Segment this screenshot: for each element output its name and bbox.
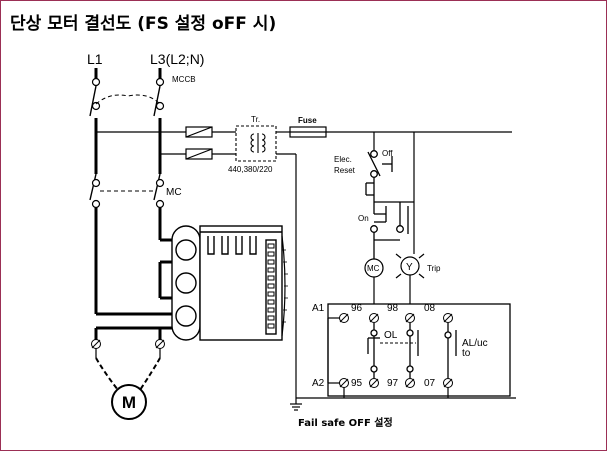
ol-contacts <box>367 323 419 378</box>
mc-label: MC <box>166 187 182 198</box>
line-label-l1: L1 <box>87 51 103 67</box>
protection-relay <box>296 303 516 399</box>
main-power-lines <box>94 68 184 340</box>
al-uc-label-line1: AL/uc <box>462 338 488 349</box>
terminal-97-label: 97 <box>387 378 399 389</box>
mc-coil-label: MC <box>367 264 380 273</box>
trip-lamp <box>395 253 425 318</box>
caption: Fail safe OFF 설정 <box>298 416 393 429</box>
page-title: 단상 모터 결선도 (FS 설정 oFF 시) <box>10 14 277 34</box>
al-uc-contact <box>444 323 457 378</box>
terminal-block <box>339 313 453 388</box>
elec-reset-label-line1: Elec. <box>334 155 352 164</box>
terminal-98-label: 98 <box>387 303 399 314</box>
mccb-label: MCCB <box>172 75 196 84</box>
elec-reset-contact <box>365 182 374 196</box>
off-pushbutton <box>367 150 393 202</box>
on-pushbutton <box>370 201 414 260</box>
resistor <box>185 126 213 160</box>
motor <box>91 339 165 420</box>
transformer-voltage-label: 440,380/220 <box>228 165 273 174</box>
al-uc-label-line2: to <box>462 348 471 359</box>
elec-reset-label-line2: Reset <box>334 166 356 175</box>
mc-main-contacts <box>89 173 165 209</box>
control-supply-lines <box>96 131 512 398</box>
terminal-a2-label: A2 <box>312 378 325 389</box>
off-label: Off <box>382 149 393 158</box>
terminal-08-label: 08 <box>424 303 436 314</box>
line-label-l3: L3(L2;N) <box>150 51 204 67</box>
terminal-95-label: 95 <box>351 378 363 389</box>
mccb-breaker <box>89 77 165 117</box>
terminal-96-label: 96 <box>351 303 363 314</box>
transformer <box>235 125 277 162</box>
transformer-label: Tr. <box>251 115 260 124</box>
on-label: On <box>358 214 369 223</box>
ol-label: OL <box>384 330 398 341</box>
trip-lamp-label: Y <box>406 262 413 273</box>
fuse <box>289 126 327 138</box>
trip-label: Trip <box>427 264 441 273</box>
terminal-07-label: 07 <box>424 378 436 389</box>
motor-label: M <box>122 393 136 412</box>
fuse-label: Fuse <box>298 116 317 125</box>
terminal-a1-label: A1 <box>312 303 325 314</box>
current-transformer-unit <box>171 225 288 341</box>
ground-icon <box>290 398 302 411</box>
